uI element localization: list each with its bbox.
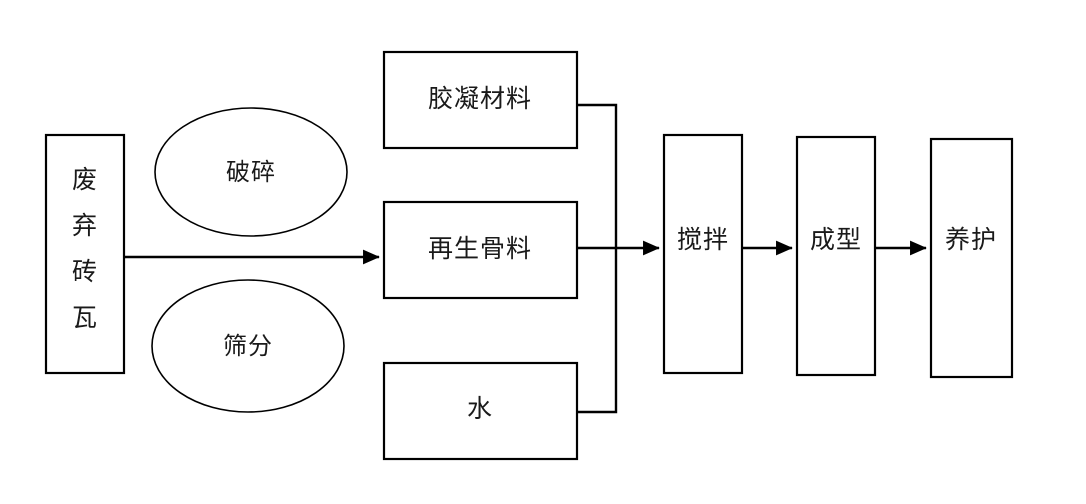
node-forming-shape [795,135,877,377]
edge-binder-to-mixing [577,103,618,248]
node-screening[interactable]: 筛分 [151,279,345,413]
node-screening-label: 筛分 [223,332,273,360]
node-binder-material-shape [382,50,579,150]
node-crushing-shape [154,107,348,237]
node-crushing[interactable]: 破碎 [154,107,348,237]
node-curing-shape [929,137,1014,379]
node-waste-bricks-char-3: 瓦 [72,303,98,332]
node-recycled-aggregate[interactable]: 再生骨料 [382,200,579,300]
node-screening-shape [151,279,345,413]
node-recycled-aggregate-label: 再生骨料 [428,234,532,263]
node-water-shape [382,361,579,461]
node-water[interactable]: 水 [382,361,579,461]
node-binder-material-label: 胶凝材料 [428,84,532,113]
node-water-label: 水 [467,394,493,423]
node-recycled-aggregate-shape [382,200,579,300]
edge-water-to-mixing [577,248,618,414]
node-crushing-label: 破碎 [226,158,276,186]
node-curing[interactable]: 养护 [929,137,1014,379]
node-mixing-label: 搅拌 [677,225,729,254]
node-forming[interactable]: 成型 [795,135,877,377]
node-waste-bricks[interactable]: 废 弃 砖 瓦 [44,133,126,375]
node-curing-label: 养护 [945,225,997,254]
node-mixing[interactable]: 搅拌 [662,133,744,375]
node-mixing-shape [662,133,744,375]
node-binder-material[interactable]: 胶凝材料 [382,50,579,150]
node-waste-bricks-char-1: 弃 [72,211,98,240]
node-waste-bricks-char-2: 砖 [72,257,98,286]
node-waste-bricks-char-0: 废 [72,165,98,194]
node-waste-bricks-shape [44,133,126,375]
node-forming-label: 成型 [810,225,862,254]
